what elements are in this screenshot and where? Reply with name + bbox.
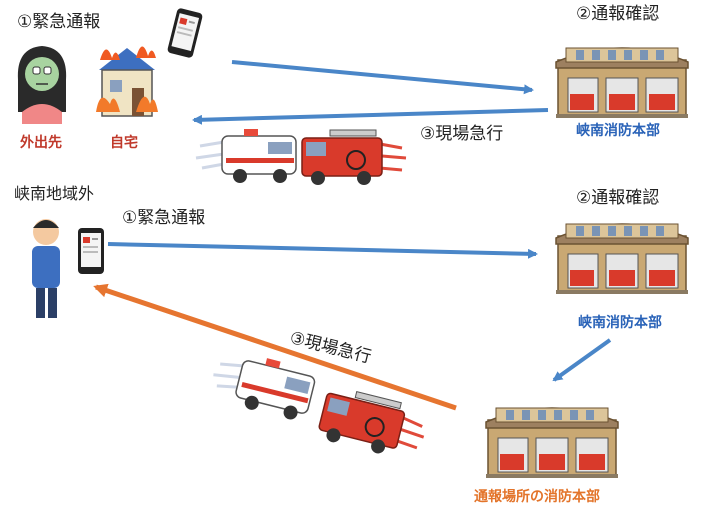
burning-house-illustration bbox=[96, 46, 158, 117]
ambulance-illustration-top bbox=[194, 127, 298, 185]
step-dispatch-top: ③現場急行 bbox=[420, 124, 504, 144]
man-caller-illustration bbox=[32, 219, 60, 318]
woman-caller-illustration bbox=[17, 46, 67, 124]
arrow-dispatch-top bbox=[192, 108, 549, 125]
label-away-from-home: 外出先 bbox=[20, 135, 62, 151]
fire-truck-illustration-top bbox=[300, 128, 408, 187]
label-kyonan-fire-hq-top: 峡南消防本部 bbox=[576, 123, 660, 139]
arrow-emergency-call-top bbox=[231, 60, 534, 95]
phone-icon bbox=[78, 228, 104, 274]
arrow-dispatch-bottom bbox=[93, 283, 457, 411]
step-emergency-call-bottom: ①緊急通報 bbox=[122, 208, 206, 228]
fire-station-kyonan-bottom bbox=[555, 223, 689, 295]
fire-station-kyonan-top bbox=[555, 47, 689, 119]
label-home: 自宅 bbox=[110, 135, 138, 151]
arrow-emergency-call-bottom bbox=[107, 242, 538, 259]
fire-truck-illustration-bottom bbox=[314, 383, 432, 465]
step-call-confirm-bottom: ②通報確認 bbox=[576, 188, 660, 208]
phone-icon bbox=[166, 7, 204, 59]
step-emergency-call-top: ①緊急通報 bbox=[17, 12, 101, 32]
label-outside-kyonan: 峡南地域外 bbox=[14, 184, 95, 203]
arrow-transfer-to-local bbox=[552, 338, 612, 382]
fire-station-local bbox=[485, 407, 619, 479]
step-call-confirm-top: ②通報確認 bbox=[576, 4, 660, 24]
label-kyonan-fire-hq-bottom: 峡南消防本部 bbox=[578, 315, 662, 331]
label-local-fire-hq: 通報場所の消防本部 bbox=[474, 489, 600, 505]
